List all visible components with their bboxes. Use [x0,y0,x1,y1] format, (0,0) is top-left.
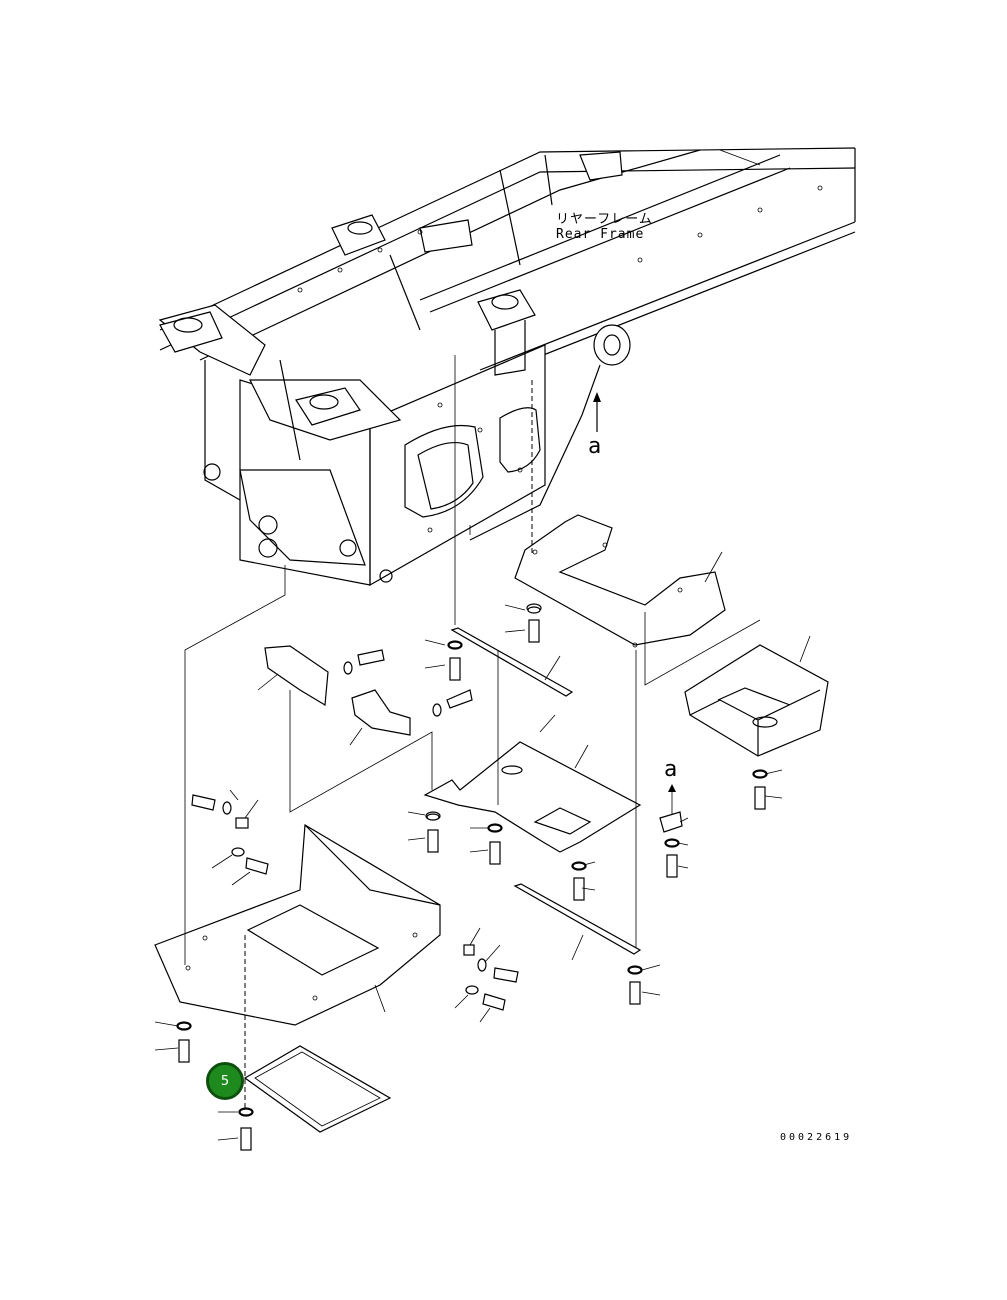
bolt [493,967,519,983]
rear-frame-label-jp: リヤーフレーム [556,212,653,227]
upper-long-strip [450,627,574,697]
bracket-left-upper [257,645,329,707]
bolt [191,794,216,811]
washers [177,606,767,1116]
bracket-small [349,689,411,746]
part-callout-5[interactable]: 5 [206,1062,244,1100]
bolt [357,649,385,666]
bottom-guard [154,823,441,1026]
center-plate [423,741,642,853]
rear-frame-label-en: Rear Frame [556,227,645,242]
small-cover-plate [243,1045,392,1133]
rear-frame [158,147,856,587]
drawing-number: 00022619 [780,1132,853,1143]
view-marker-upper: a [588,434,602,459]
bolt [659,811,683,833]
view-marker-lower: a [664,757,678,782]
bolt [446,689,473,709]
right-tray [684,635,829,757]
upper-right-cover [514,514,726,648]
assembly-lines [154,355,783,1141]
bolt [482,993,506,1011]
view-arrow-upper [469,364,601,541]
bolt [245,857,269,875]
part-callout-label: 5 [220,1073,230,1089]
lower-long-strip [513,883,642,961]
